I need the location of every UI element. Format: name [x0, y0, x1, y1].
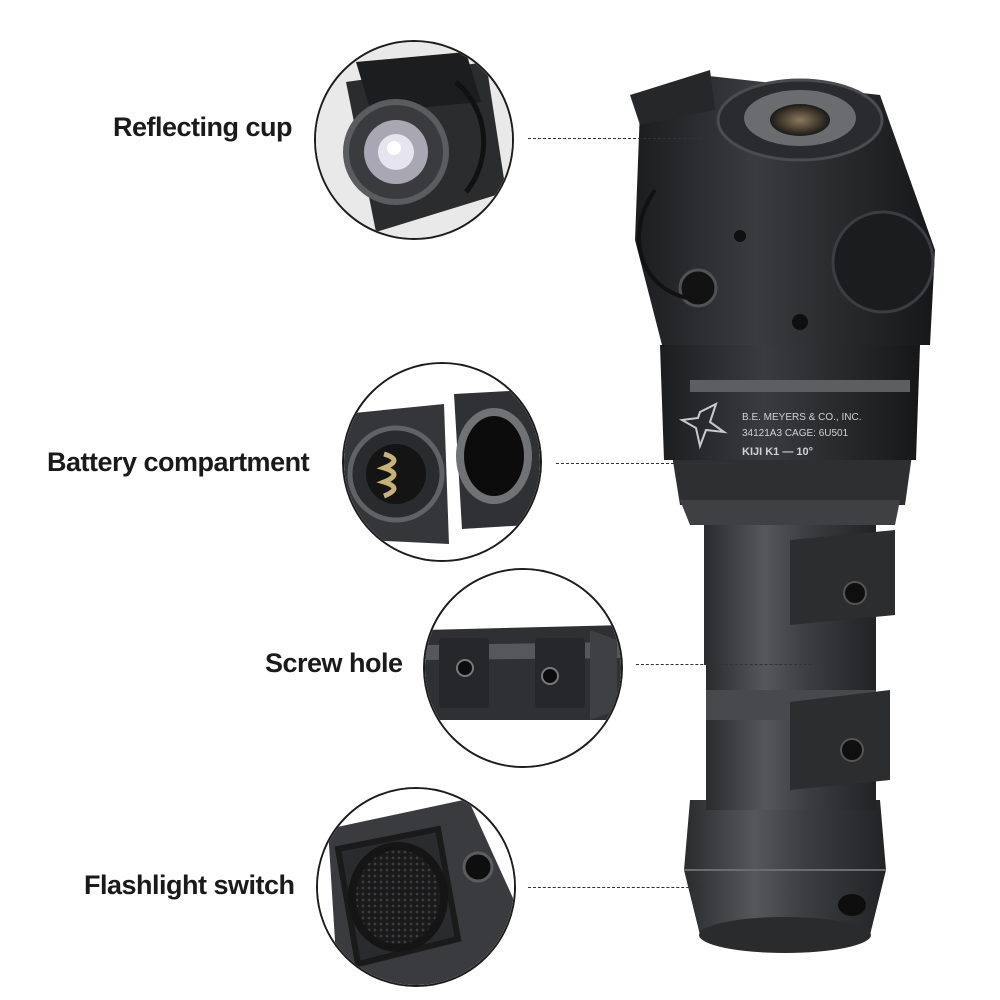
detail-circle-flashlight-switch — [316, 787, 516, 987]
leader-line-screw-hole — [636, 664, 812, 665]
engraved-band: B.E. MEYERS & CO., INC. 34121A3 CAGE: 6U… — [660, 345, 920, 460]
callout-label-screw-hole: Screw hole — [265, 648, 403, 678]
engraving-line3: KIJI K1 — 10° — [742, 446, 813, 458]
lower-body — [706, 660, 890, 810]
leader-line-flashlight-switch — [528, 887, 704, 888]
tail-cap — [684, 800, 886, 953]
engraving-line2: 34121A3 CAGE: 6U501 — [742, 428, 849, 439]
callout-label-battery-compartment: Battery compartment — [47, 447, 310, 477]
collar — [672, 455, 912, 525]
callout-label-flashlight-switch: Flashlight switch — [84, 870, 295, 900]
callout-label-reflecting-cup: Reflecting cup — [113, 112, 293, 142]
engraving-line1: B.E. MEYERS & CO., INC. — [742, 412, 861, 423]
middle-body — [704, 505, 895, 665]
detail-circle-battery-compartment — [342, 362, 542, 562]
detail-circle-screw-hole — [423, 568, 623, 768]
leader-line-reflecting-cup — [528, 138, 706, 139]
head — [630, 70, 935, 345]
leader-line-battery-compartment — [556, 463, 734, 464]
detail-circle-reflecting-cup — [314, 40, 514, 240]
